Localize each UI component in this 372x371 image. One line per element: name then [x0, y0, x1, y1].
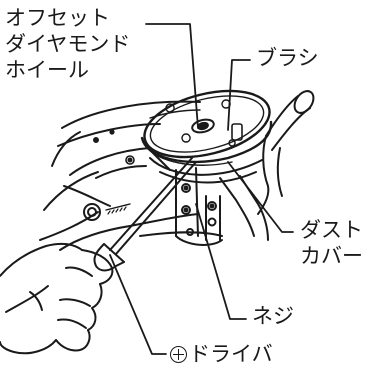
label-brush: ブラシ — [256, 46, 319, 70]
leader-driver — [109, 254, 167, 355]
leader-brush — [227, 59, 251, 131]
label-screw: ネジ — [252, 304, 294, 328]
leader-dust-cover — [227, 161, 294, 233]
dust-cover — [149, 157, 269, 241]
brush-tab — [231, 123, 243, 141]
screwdriver — [93, 157, 197, 272]
label-driver-text: ドライバ — [189, 342, 273, 366]
label-offset-diamond-wheel: オフセット ダイヤモンド ホイール — [5, 6, 131, 82]
label-driver: ドライバ — [170, 341, 273, 367]
leader-lines — [109, 23, 294, 355]
machine-body — [39, 100, 223, 251]
leader-wheel — [145, 23, 199, 129]
hand — [0, 242, 114, 355]
label-dust-cover: ダスト カバー — [300, 218, 363, 268]
side-handle — [257, 90, 315, 215]
mount-bracket — [175, 167, 223, 246]
phillips-cross-in-circle-icon — [170, 346, 187, 363]
leader-screw — [195, 203, 247, 320]
